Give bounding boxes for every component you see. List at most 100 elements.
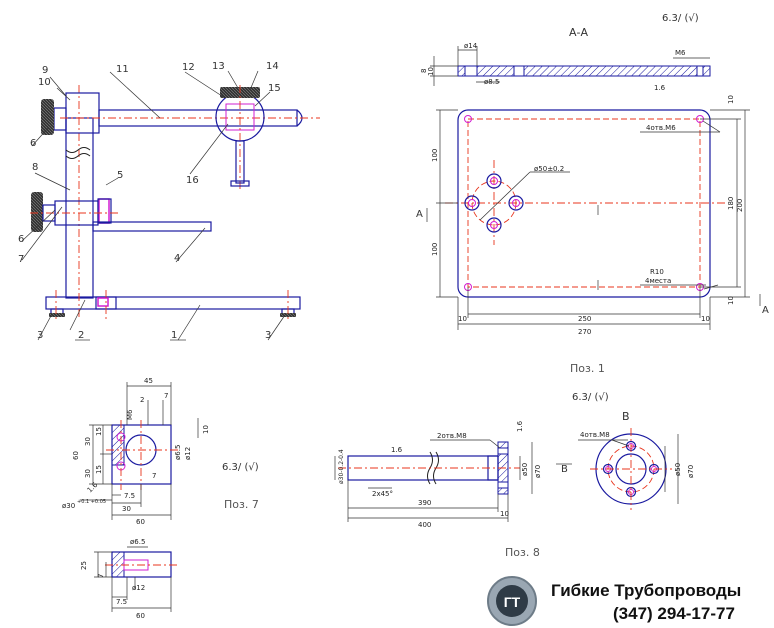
pos1-h10: 10 <box>427 67 435 76</box>
pos7-d7: 7 <box>164 392 168 400</box>
pos1-h10l: 10 <box>458 315 467 323</box>
label-3b: 3 <box>265 330 271 341</box>
pos7-h60: 60 <box>72 451 80 460</box>
pos7-w7-5: 7.5 <box>124 492 135 500</box>
pos1-h8: 8 <box>420 69 428 73</box>
brand-phone: (347) 294-17-77 <box>613 604 735 623</box>
pos7-side-h25: 25 <box>80 561 88 570</box>
pos7-h15a: 15 <box>95 427 103 436</box>
brand-block: ГТ Гибкие Трубопроводы (347) 294-17-77 <box>487 576 741 626</box>
pos7-side-h7: 7 <box>97 574 105 578</box>
pos7-d7b: 7 <box>152 472 156 480</box>
pos8-l390: 390 <box>418 499 431 507</box>
pos1-v10a: 10 <box>727 95 735 104</box>
label-1: 1 <box>171 330 177 341</box>
label-5: 5 <box>117 170 123 181</box>
pos8-view-d70: ø70 <box>687 465 695 478</box>
pos7-d6-5: ø6.5 <box>174 445 182 460</box>
pos7-d2: 2 <box>140 396 144 404</box>
pos1-h250: 250 <box>578 315 591 323</box>
pos7-roughness: 6.3/ (√) <box>222 462 259 473</box>
pos8-drawing: 1.6 2отв.M8 1.6 ø30-0.2-0.4 ø50 ø70 2x45… <box>334 392 695 559</box>
pos8-caption: Поз. 8 <box>505 546 540 559</box>
pos7-w60: 60 <box>136 518 145 526</box>
pos1-drawing: А-А 6.3/ (√) ø14 M6 ø8.5 1.6 10 8 <box>416 13 769 375</box>
label-10: 10 <box>38 77 51 88</box>
pos1-section <box>457 65 711 77</box>
brand-name: Гибкие Трубопроводы <box>551 581 741 600</box>
pos1-h10r: 10 <box>701 315 710 323</box>
pos8-l10: 10 <box>500 510 509 518</box>
label-4: 4 <box>174 253 180 264</box>
pos1-m6: M6 <box>675 49 686 57</box>
pos1-plate <box>457 109 711 298</box>
label-6b: 6 <box>18 234 24 245</box>
pos7-m6: M6 <box>126 409 134 420</box>
pos1-d14: ø14 <box>464 42 478 50</box>
pos1-hole-note: 4отв.M6 <box>646 124 676 132</box>
label-11: 11 <box>116 64 129 75</box>
brand-logo-letters: ГТ <box>504 594 521 610</box>
pos1-v100b: 100 <box>431 243 439 256</box>
label-15: 15 <box>268 83 281 94</box>
column <box>65 117 94 299</box>
pos1-roughness: 6.3/ (√) <box>662 13 699 24</box>
pos7-w30: 30 <box>122 505 131 513</box>
pos7-d12: ø12 <box>184 447 192 460</box>
pos8-view-d50: ø50 <box>674 463 682 476</box>
pos7-tol: +0.1 +0.05 <box>77 499 106 505</box>
pos7-side-d6-5: ø6.5 <box>130 538 145 546</box>
pos8-holes: 2отв.M8 <box>437 432 467 440</box>
pos1-h270: 270 <box>578 328 591 336</box>
pos1-radius: R10 <box>650 268 664 276</box>
pos7-drawing: 45 M6 2 7 10 15 60 30 30 15 ø6.5 ø12 7 ø… <box>62 377 259 620</box>
pos1-sec-a: A <box>416 209 423 220</box>
label-2: 2 <box>78 330 84 341</box>
label-6a: 6 <box>30 138 36 149</box>
pos1-section-title: А-А <box>569 26 588 39</box>
pos8-r16a: 1.6 <box>391 446 403 454</box>
pos7-h30b: 30 <box>84 469 92 478</box>
pos7-side-w7-5: 7.5 <box>116 598 127 606</box>
label-3a: 3 <box>37 330 43 341</box>
pos1-caption: Поз. 1 <box>570 362 605 375</box>
pos7-d10: 10 <box>202 425 210 434</box>
label-13: 13 <box>212 61 225 72</box>
label-14: 14 <box>266 61 279 72</box>
pos1-v10b: 10 <box>727 296 735 305</box>
pos8-chamfer: 2x45° <box>372 490 393 498</box>
pos1-v200: 200 <box>736 199 744 212</box>
pos8-d50: ø50 <box>521 463 529 476</box>
label-16: 16 <box>186 175 199 186</box>
pos8-d70: ø70 <box>534 465 542 478</box>
pos7-caption: Поз. 7 <box>224 498 259 511</box>
pos7-d30: ø30 <box>62 502 75 510</box>
assembly-view: 1 2 3 3 4 5 6 6 7 8 9 10 11 12 13 14 15 … <box>18 61 320 341</box>
label-9: 9 <box>42 65 48 76</box>
label-12: 12 <box>182 62 195 73</box>
pos8-roughness: 6.3/ (√) <box>572 392 609 403</box>
pos7-side-w60: 60 <box>136 612 145 620</box>
pos1-d8-5: ø8.5 <box>484 78 499 86</box>
pos8-view-title: В <box>622 410 630 423</box>
pos1-v100a: 100 <box>431 149 439 162</box>
base-plate <box>45 296 301 310</box>
pos8-l400: 400 <box>418 521 431 529</box>
pos1-sec-a2: A <box>762 305 769 316</box>
pos1-places: 4места <box>645 277 671 285</box>
pos1-v180: 180 <box>727 197 735 210</box>
pos7-r16: 1.6 <box>86 480 100 494</box>
pos7-h15b: 15 <box>95 465 103 474</box>
label-7: 7 <box>18 254 24 265</box>
pos7-h30: 30 <box>84 437 92 446</box>
pos8-view-holes: 4отв.M8 <box>580 431 610 439</box>
pos7-w45: 45 <box>144 377 153 385</box>
pos1-r16: 1.6 <box>654 84 666 92</box>
pos8-d30: ø30-0.2-0.4 <box>338 449 345 484</box>
label-8: 8 <box>32 162 38 173</box>
pos8-view-b: В <box>561 464 568 475</box>
pos1-circle: ø50±0.2 <box>534 165 564 173</box>
pos8-r16b: 1.6 <box>516 420 524 432</box>
